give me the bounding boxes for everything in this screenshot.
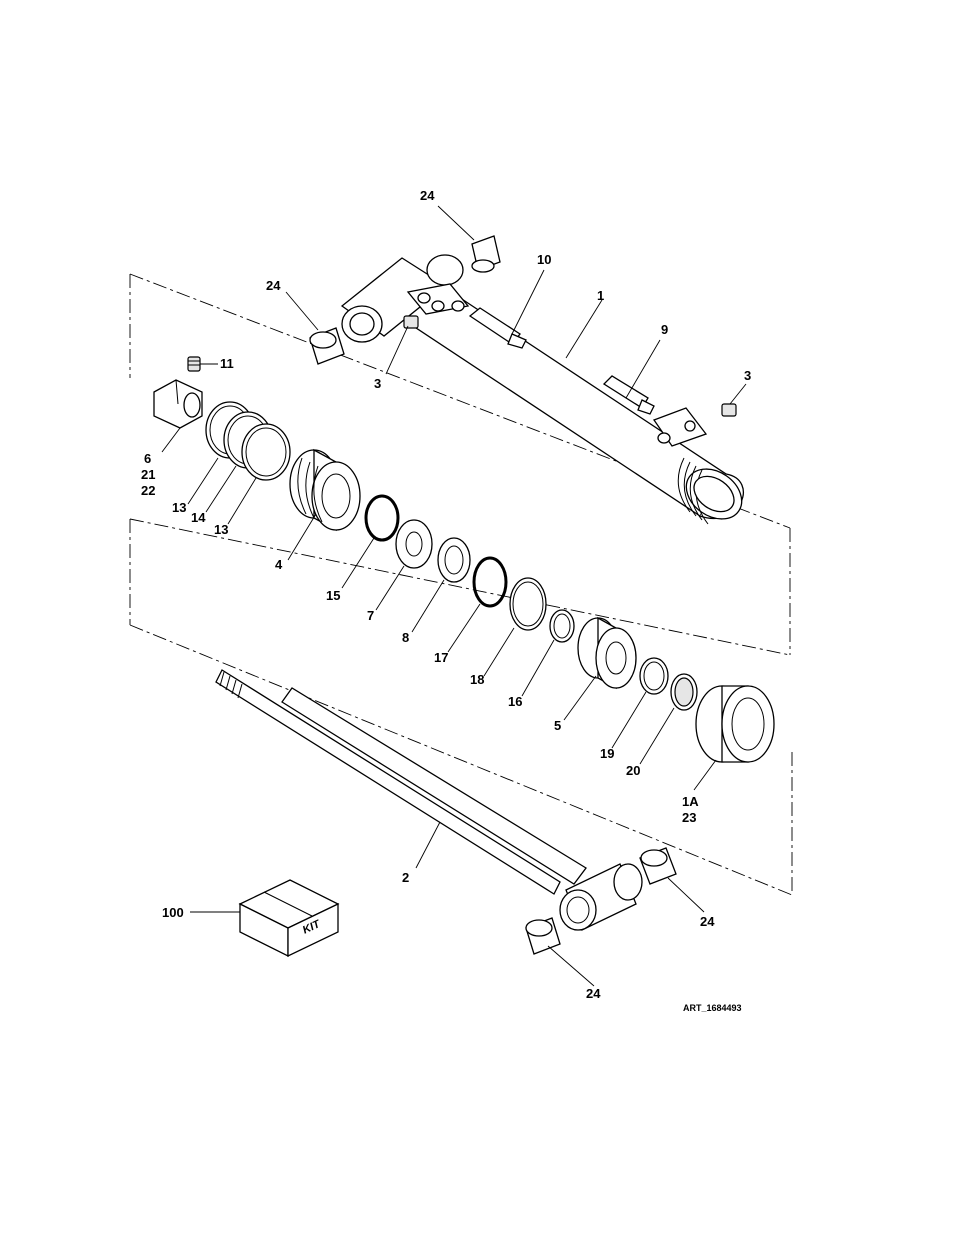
kit-box-100: KIT [240, 880, 338, 956]
o-ring-15 [366, 496, 398, 540]
bushing-24-left [310, 328, 344, 364]
gland-nut-1A [696, 686, 774, 762]
callout-5: 5 [554, 718, 561, 733]
callout-20: 20 [626, 763, 640, 778]
ring-19 [640, 658, 668, 694]
callout-2: 2 [402, 870, 409, 885]
ring-18 [510, 578, 546, 630]
ring-20 [671, 674, 697, 710]
callout-8: 8 [402, 630, 409, 645]
callout-23: 23 [682, 810, 696, 825]
callout-24-left: 24 [266, 278, 281, 293]
callout-14: 14 [191, 510, 206, 525]
callout-15: 15 [326, 588, 340, 603]
piston-5 [578, 618, 636, 688]
callout-16: 16 [508, 694, 522, 709]
seal-8 [438, 538, 470, 582]
plug-3-right [722, 404, 736, 416]
callout-1A: 1A [682, 794, 699, 809]
ring-16 [550, 610, 574, 642]
callout-24-rod-right: 24 [700, 914, 715, 929]
callout-18: 18 [470, 672, 484, 687]
callout-24-top: 24 [420, 188, 435, 203]
ring-13-b [242, 424, 290, 480]
head-4 [290, 450, 360, 530]
bushing-24-top [472, 236, 500, 272]
callout-6: 6 [144, 451, 151, 466]
callout-4: 4 [275, 557, 283, 572]
bushing-24-rod-right [640, 848, 676, 884]
callout-9: 9 [661, 322, 668, 337]
callout-100: 100 [162, 905, 184, 920]
plug-3-left [404, 316, 418, 328]
callout-10: 10 [537, 252, 551, 267]
callout-22: 22 [141, 483, 155, 498]
washer-7 [396, 520, 432, 568]
callout-1: 1 [597, 288, 604, 303]
nut-6 [154, 380, 202, 428]
cylinder-barrel [342, 255, 751, 529]
callout-19: 19 [600, 746, 614, 761]
callout-7: 7 [367, 608, 374, 623]
bushing-24-rod-bottom [526, 918, 560, 954]
callout-13-b: 13 [214, 522, 228, 537]
callout-24-rod-bottom: 24 [586, 986, 601, 1001]
callout-3-right: 3 [744, 368, 751, 383]
set-screw-11 [188, 357, 200, 371]
callout-13-a: 13 [172, 500, 186, 515]
callout-11: 11 [220, 356, 234, 371]
callout-21: 21 [141, 467, 155, 482]
callout-17: 17 [434, 650, 448, 665]
art-number: ART_1684493 [683, 1003, 742, 1013]
o-ring-17 [474, 558, 506, 606]
callout-3-left: 3 [374, 376, 381, 391]
